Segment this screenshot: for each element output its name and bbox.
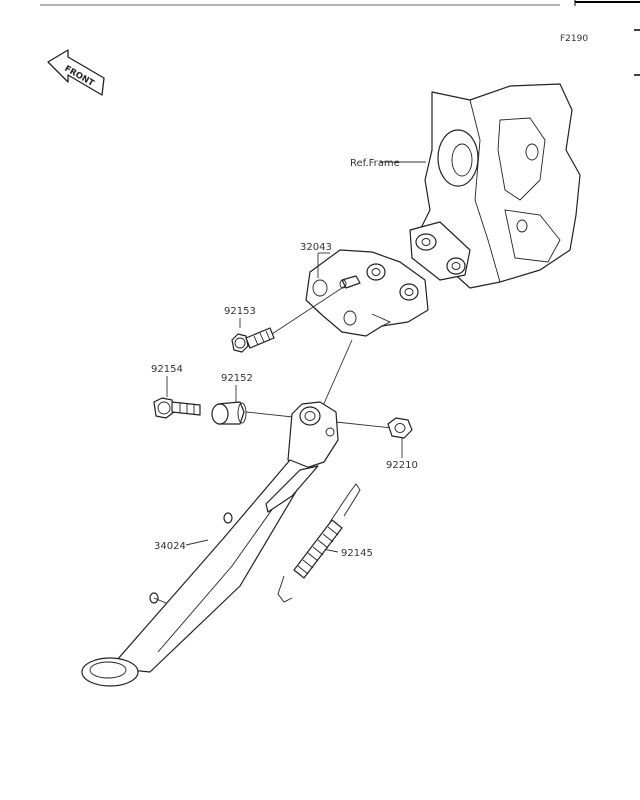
side-stand-34024 <box>81 401 339 687</box>
frame-reference <box>409 83 581 289</box>
bolt-92154 <box>153 397 201 419</box>
leader-lines <box>166 161 426 553</box>
part-number-34024: 34024 <box>154 541 186 552</box>
part-number-92210: 92210 <box>386 460 418 471</box>
part-number-92154: 92154 <box>151 364 183 375</box>
part-number-92145: 92145 <box>341 548 373 559</box>
nut-92210 <box>387 417 413 439</box>
spring-92145 <box>277 483 361 603</box>
part-number-92153: 92153 <box>224 306 256 317</box>
bolt-92153 <box>231 327 275 353</box>
front-direction-arrow: FRONT <box>47 49 105 96</box>
collar-92152 <box>211 401 247 425</box>
bracket-32043 <box>305 249 429 337</box>
figure-code: F2190 <box>560 34 588 44</box>
part-number-32043: 32043 <box>300 242 332 253</box>
ref-frame-label: Ref.Frame <box>350 158 400 169</box>
page-header-rule <box>40 0 640 76</box>
part-number-92152: 92152 <box>221 373 253 384</box>
